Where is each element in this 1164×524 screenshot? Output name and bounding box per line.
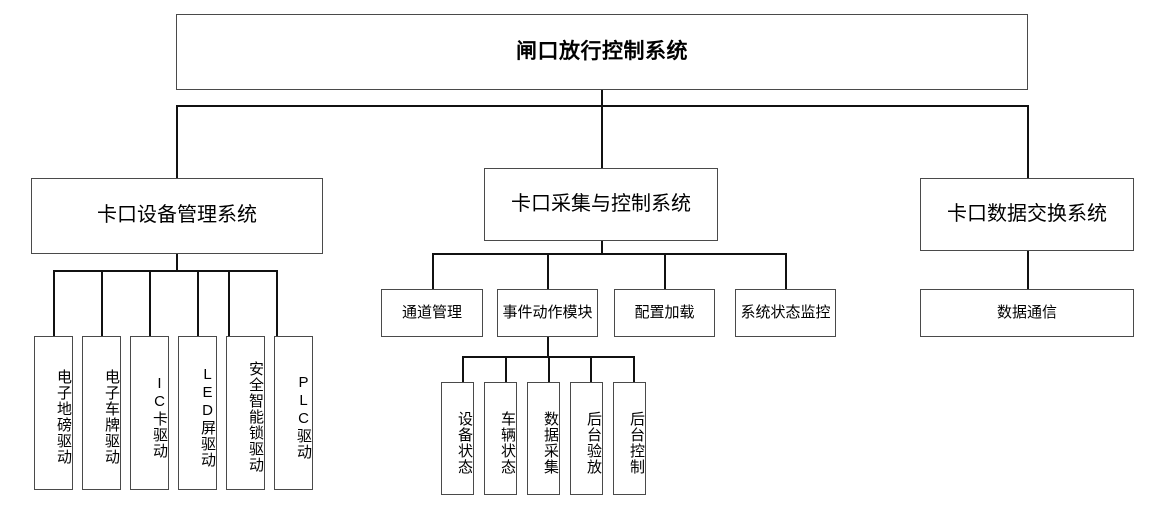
node-data-collection-label: 数据采集 — [542, 410, 559, 475]
connector-drop-driver-ic-card — [149, 270, 151, 336]
node-driver-ic-card[interactable]: IC卡驱动 — [130, 336, 169, 490]
node-driver-led-screen[interactable]: LED屏驱动 — [178, 336, 217, 490]
node-config-load[interactable]: 配置加载 — [614, 289, 715, 337]
connector-drop-driver-weighbridge — [53, 270, 55, 336]
connector-acquisition-control-stem — [601, 241, 603, 254]
connector-drop-driver-plc — [276, 270, 278, 336]
node-device-status[interactable]: 设备状态 — [441, 382, 474, 495]
connector-drop-system-status-monitor — [785, 253, 787, 290]
node-driver-plc[interactable]: PLC驱动 — [274, 336, 313, 490]
node-driver-plc-label: PLC驱动 — [295, 374, 312, 460]
node-driver-eplate-label: 电子车牌驱动 — [103, 369, 120, 465]
node-device-management-label: 卡口设备管理系统 — [97, 204, 257, 227]
node-data-collection[interactable]: 数据采集 — [527, 382, 560, 495]
node-data-communication-label: 数据通信 — [996, 304, 1057, 322]
node-channel-management[interactable]: 通道管理 — [381, 289, 483, 337]
connector-drop-backend-verify-release — [590, 356, 592, 382]
connector-event-action-module-bus — [462, 356, 633, 358]
connector-event-action-module-stem — [547, 337, 549, 357]
node-data-exchange-label: 卡口数据交换系统 — [947, 202, 1107, 225]
node-event-action-module[interactable]: 事件动作模块 — [497, 289, 598, 337]
node-system-status-monitor-label: 系统状态监控 — [740, 304, 831, 322]
node-device-management[interactable]: 卡口设备管理系统 — [31, 178, 323, 254]
node-driver-smart-lock-label: 安全智能锁驱动 — [247, 361, 264, 473]
node-vehicle-status[interactable]: 车辆状态 — [484, 382, 517, 495]
node-data-exchange[interactable]: 卡口数据交换系统 — [920, 178, 1134, 251]
connector-drop-device-status — [462, 356, 464, 382]
connector-drop-driver-eplate — [101, 270, 103, 336]
connector-device-management-bus — [53, 270, 276, 272]
node-root-system[interactable]: 闸口放行控制系统 — [176, 14, 1028, 90]
node-driver-smart-lock[interactable]: 安全智能锁驱动 — [226, 336, 265, 490]
connector-data-exchange-stem — [1027, 251, 1029, 290]
node-config-load-label: 配置加载 — [634, 304, 695, 322]
connector-drop-backend-control — [633, 356, 635, 382]
connector-drop-driver-led-screen — [197, 270, 199, 336]
node-channel-management-label: 通道管理 — [401, 304, 462, 322]
node-root-system-label: 闸口放行控制系统 — [516, 39, 688, 63]
node-data-communication[interactable]: 数据通信 — [920, 289, 1134, 337]
connector-bus-to-acquisition-control — [601, 105, 603, 168]
node-acquisition-control[interactable]: 卡口采集与控制系统 — [484, 168, 718, 241]
connector-drop-channel-management — [432, 253, 434, 290]
node-vehicle-status-label: 车辆状态 — [499, 410, 516, 475]
node-driver-eplate[interactable]: 电子车牌驱动 — [82, 336, 121, 490]
node-backend-control-label: 后台控制 — [628, 410, 645, 475]
connector-root-stem — [601, 90, 603, 106]
node-driver-weighbridge-label: 电子地磅驱动 — [55, 369, 72, 465]
connector-drop-data-collection — [548, 356, 550, 382]
connector-drop-vehicle-status — [505, 356, 507, 382]
node-driver-ic-card-label: IC卡驱动 — [151, 375, 168, 459]
node-system-status-monitor[interactable]: 系统状态监控 — [735, 289, 836, 337]
connector-drop-config-load — [664, 253, 666, 290]
node-device-status-label: 设备状态 — [456, 410, 473, 475]
connector-bus-to-device-management — [176, 105, 178, 178]
connector-drop-driver-smart-lock — [228, 270, 230, 336]
node-backend-verify-release-label: 后台验放 — [585, 410, 602, 475]
connector-bus-to-data-exchange — [1027, 105, 1029, 178]
connector-device-management-stem — [176, 254, 178, 271]
node-backend-control[interactable]: 后台控制 — [613, 382, 646, 495]
node-driver-led-screen-label: LED屏驱动 — [199, 366, 216, 468]
connector-acquisition-control-bus — [432, 253, 786, 255]
node-backend-verify-release[interactable]: 后台验放 — [570, 382, 603, 495]
connector-drop-event-action-module — [547, 253, 549, 290]
node-acquisition-control-label: 卡口采集与控制系统 — [511, 192, 691, 215]
node-event-action-module-label: 事件动作模块 — [502, 304, 593, 322]
node-driver-weighbridge[interactable]: 电子地磅驱动 — [34, 336, 73, 490]
